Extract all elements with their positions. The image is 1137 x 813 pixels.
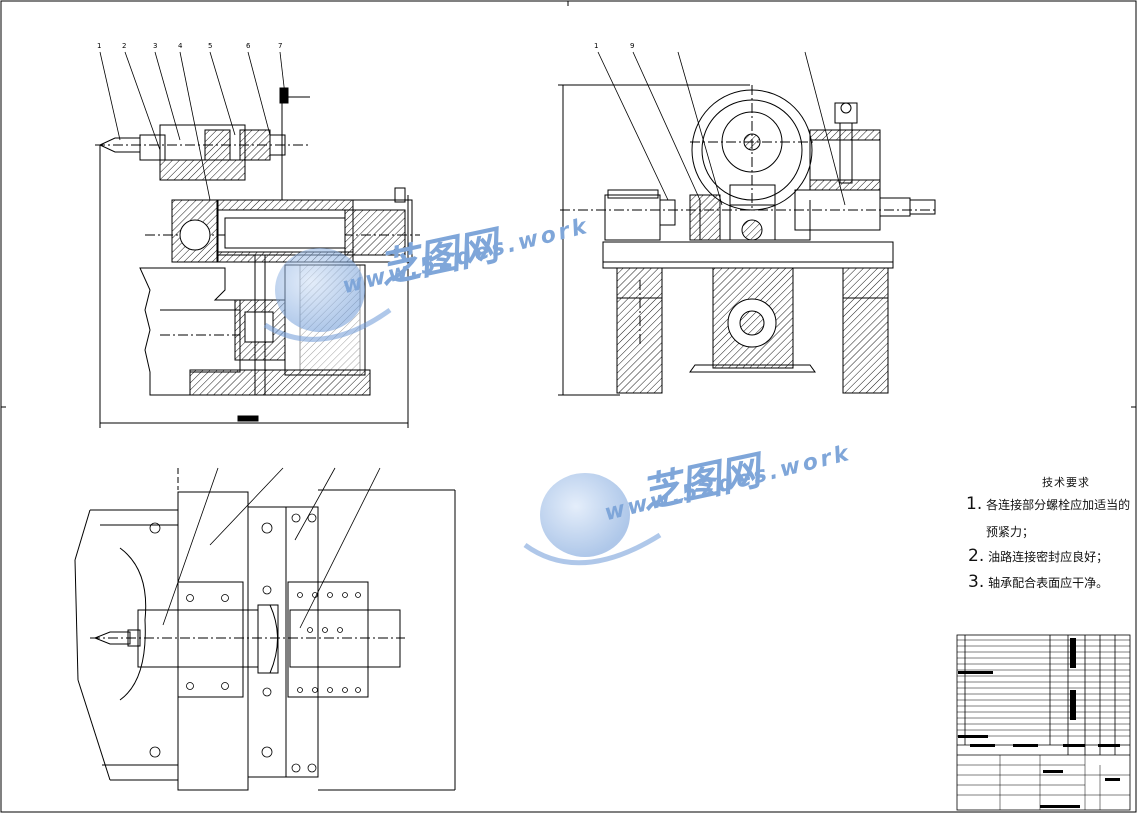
tech-req-text-3: 轴承配合表面应干净。: [988, 576, 1109, 590]
tech-req-title: 技术要求: [1042, 476, 1090, 489]
title-block: [956, 634, 1131, 811]
title-block-rows: [957, 639, 1130, 810]
balloon-7: 7: [278, 42, 283, 50]
balloon-side-1: 1: [594, 42, 599, 50]
tech-req-num-3: 3.: [968, 572, 985, 592]
front-leaders: [99, 51, 286, 201]
watermark-globe-1: [263, 248, 392, 342]
tech-req-item-1: 1. 各连接部分螺栓应加适当的: [966, 496, 1130, 513]
tech-req-item-2: 2. 油路连接密封应良好；: [968, 548, 1108, 565]
balloon-4: 4: [178, 42, 183, 50]
tech-req-item-3: 3. 轴承配合表面应干净。: [968, 574, 1108, 591]
balloon-2: 2: [122, 42, 127, 50]
balloon-side-9: 9: [630, 42, 635, 50]
tech-req-num-2: 2.: [968, 546, 985, 566]
balloon-6: 6: [246, 42, 251, 50]
tech-req-text-2: 油路连接密封应良好；: [988, 550, 1109, 564]
side-view: [558, 51, 936, 396]
tech-req-num-1: 1.: [966, 494, 983, 514]
balloon-5: 5: [208, 42, 213, 50]
watermark-globe-2: [523, 473, 662, 566]
top-view-bolts: [149, 513, 361, 773]
tech-req-item-1-cont: 预紧力；: [986, 525, 1035, 539]
tech-req-text-1: 各连接部分螺栓应加适当的: [986, 498, 1131, 512]
front-view: [95, 87, 420, 428]
balloon-3: 3: [153, 42, 158, 50]
top-view: [74, 467, 456, 791]
title-block-fills: [958, 638, 1120, 808]
balloon-1: 1: [97, 42, 102, 50]
